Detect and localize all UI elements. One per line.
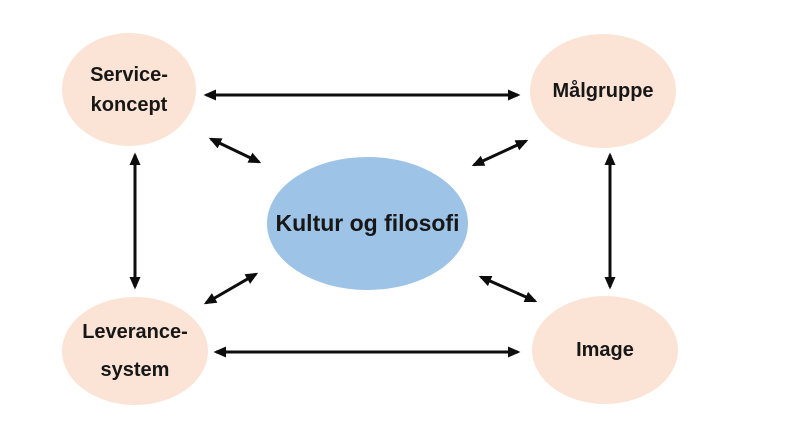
node-service-koncept-label: Service- koncept [90,63,168,116]
node-image: Image [532,296,678,404]
node-malgruppe: Målgruppe [530,34,676,148]
node-service-koncept: Service- koncept [62,33,196,146]
node-image-label: Image [576,338,634,361]
node-kultur-og-filosofi-label: Kultur og filosofi [275,210,460,236]
arrow-kultur-leverance [203,272,259,305]
node-kultur-og-filosofi: Kultur og filosofi [267,157,468,290]
node-leverance-system-label: Leverance- system [82,321,188,381]
node-leverance-system: Leverance- system [62,297,208,405]
node-malgruppe-label: Målgruppe [552,79,654,102]
arrow-kultur-malgruppe [471,139,529,167]
arrow-kultur-image [478,275,538,303]
arrow-kultur-service [208,137,262,164]
